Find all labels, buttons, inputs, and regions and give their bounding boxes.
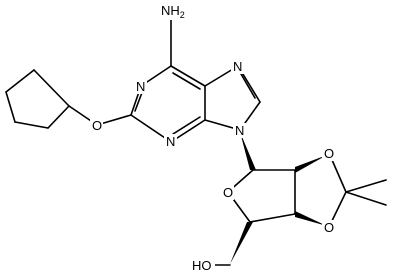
bond-c4-n3-inner: [172, 116, 201, 135]
bond-cp-1: [47, 105, 70, 129]
bond-cq-me2: [345, 191, 387, 206]
bond-c6-c5: [170, 65, 206, 87]
label-bg-amine: [160, 2, 193, 20]
atom-label-hydroxyl: HO: [192, 258, 212, 273]
wedge-c2-o2: [295, 155, 327, 173]
bond-cp-5: [33, 69, 70, 107]
atom-label-dioxolane-o2: O: [324, 220, 334, 235]
atom-label-n9: N: [235, 123, 244, 138]
atom-label-ether-o: O: [92, 118, 102, 133]
atom-label-n7: N: [233, 59, 242, 74]
label-bg-hydroxyl: [191, 258, 215, 273]
wedge-c1-n9: [240, 132, 256, 170]
amine-subscript: 2: [180, 10, 185, 20]
label-bg-ring-o: [221, 185, 234, 200]
atom-label-amine: NH2: [161, 3, 185, 20]
amine-symbol: NH: [161, 3, 180, 18]
bond-n7-c8-inner: [240, 73, 256, 99]
stereo-wedge-layer: [230, 132, 327, 264]
bond-cp-2: [14, 121, 49, 129]
label-bg-dioxolane-o2: [322, 220, 335, 235]
bond-cp-4: [5, 69, 35, 93]
bond-c3-c4: [249, 213, 296, 223]
label-bg-n1: [134, 79, 147, 94]
atom-label-ring-o: O: [223, 185, 233, 200]
atom-label-dioxolane-o1: O: [324, 146, 334, 161]
wedge-c3-o3: [295, 211, 327, 226]
label-bg-dioxolane-o1: [322, 146, 335, 161]
bond-cp-3: [5, 91, 16, 123]
label-bg-ether-o: [90, 118, 103, 133]
wedge-c4-ch2: [230, 222, 253, 264]
label-bg-n3: [164, 134, 177, 149]
label-bg-n9: [233, 123, 246, 138]
atom-label-n1: N: [136, 79, 145, 94]
atom-label-n3: N: [166, 134, 175, 149]
label-bg-n7: [231, 59, 244, 74]
bond-c6-c5-inner: [172, 72, 201, 90]
bond-cq-me1: [345, 179, 387, 193]
atom-label-layer: NH2 N N N N O O O O HO: [90, 2, 335, 273]
